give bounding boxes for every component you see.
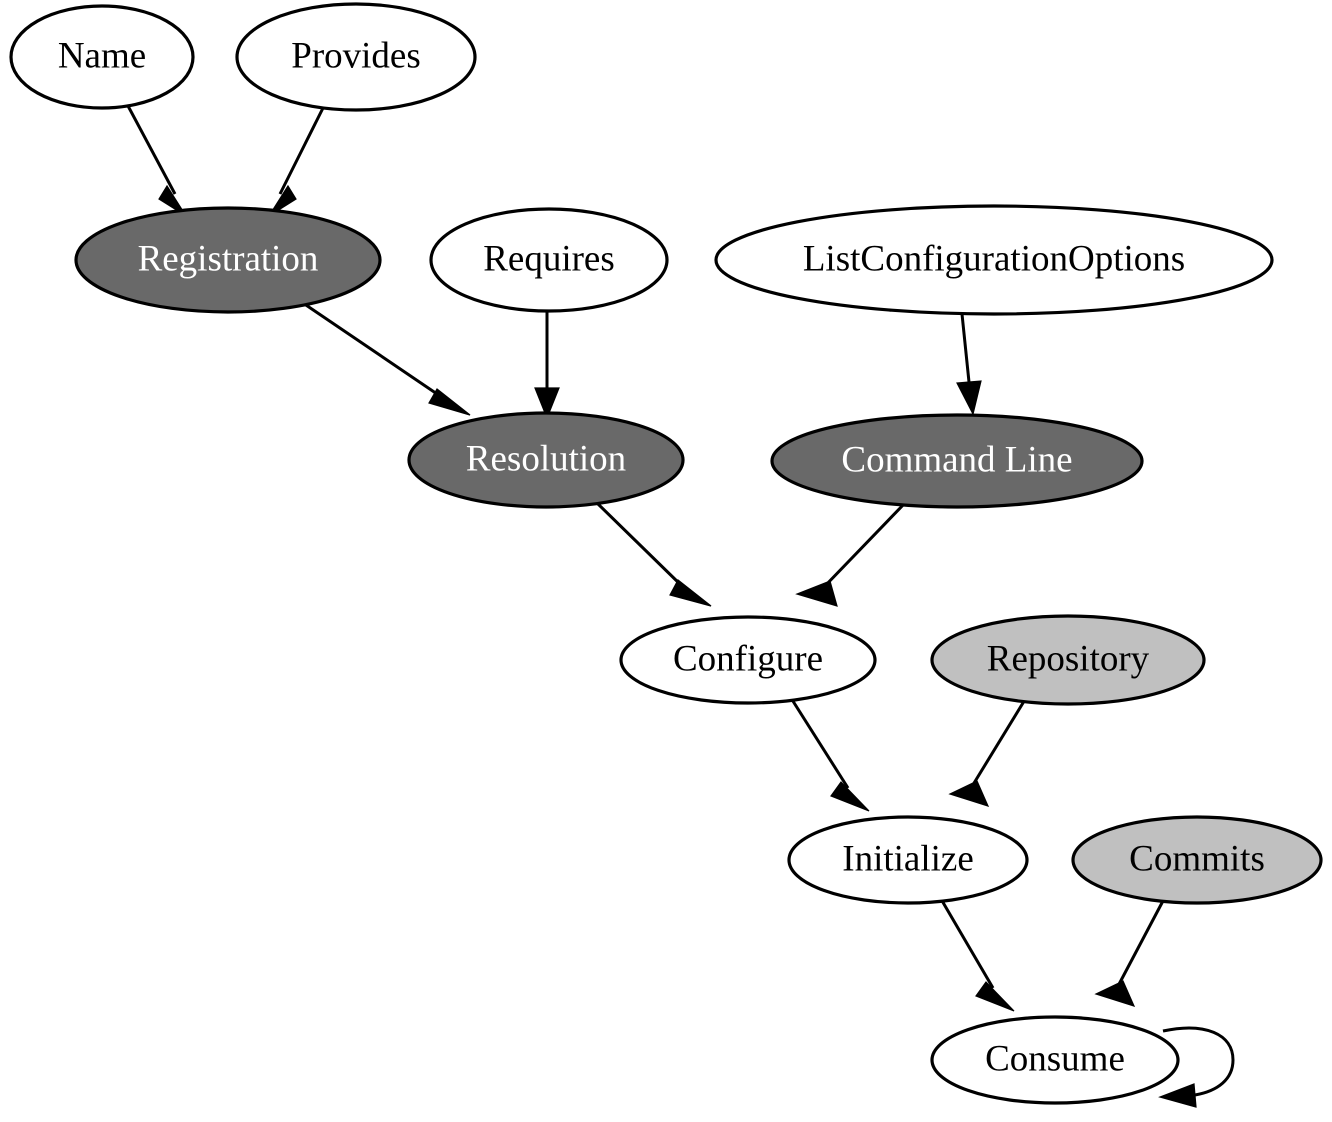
arrowhead-icon	[795, 580, 838, 607]
node-shape	[619, 615, 877, 705]
node-command-line[interactable]: Command Line	[770, 413, 1144, 509]
edge-initialize-to-consume[interactable]	[939, 898, 1015, 1012]
edge-line	[821, 501, 907, 590]
edge-repository-to-initialize[interactable]	[948, 697, 1028, 807]
edge-line	[278, 103, 327, 195]
node-shape	[429, 207, 669, 313]
edge-listconfig-to-commandline[interactable]	[956, 313, 982, 416]
edge-line	[125, 103, 177, 195]
edge-layer	[125, 103, 1235, 1108]
edge-line	[595, 501, 686, 590]
edge-provides-to-registration[interactable]	[268, 103, 327, 217]
edge-line	[960, 313, 971, 383]
edge-line	[299, 299, 444, 400]
node-consume[interactable]: Consume	[930, 1015, 1180, 1105]
node-commits[interactable]: Commits	[1071, 815, 1323, 905]
edge-line	[969, 697, 1028, 789]
edge-line	[1162, 1026, 1235, 1097]
edge-name-to-registration[interactable]	[125, 103, 187, 217]
edge-resolution-to-configure[interactable]	[595, 501, 712, 607]
node-initialize[interactable]: Initialize	[787, 815, 1029, 905]
node-shape	[787, 815, 1029, 905]
node-registration[interactable]: Registration	[74, 206, 382, 314]
node-shape	[1071, 815, 1323, 905]
node-shape	[770, 413, 1144, 509]
arrowhead-icon	[1094, 980, 1136, 1007]
arrowhead-icon	[268, 184, 297, 217]
arrowhead-icon	[975, 981, 1015, 1012]
node-repository[interactable]: Repository	[930, 614, 1206, 706]
edge-requires-to-resolution[interactable]	[534, 312, 560, 420]
edge-registration-to-resolution[interactable]	[299, 299, 471, 416]
node-listconfigurationoptions[interactable]: ListConfigurationOptions	[714, 204, 1274, 316]
arrowhead-icon	[428, 388, 471, 416]
edge-configure-to-initialize[interactable]	[789, 697, 870, 812]
node-requires[interactable]: Requires	[429, 207, 669, 313]
edge-consume-self-loop[interactable]	[1158, 1026, 1235, 1108]
arrowhead-icon	[948, 780, 990, 807]
node-provides[interactable]: Provides	[235, 2, 477, 112]
node-shape	[235, 2, 477, 112]
edge-line	[789, 697, 850, 789]
arrowhead-icon	[534, 387, 560, 420]
arrowhead-icon	[956, 380, 982, 416]
node-configure[interactable]: Configure	[619, 615, 877, 705]
node-shape	[407, 411, 685, 509]
node-shape	[714, 204, 1274, 316]
arrowhead-icon	[669, 579, 712, 607]
node-shape	[9, 4, 195, 110]
node-name[interactable]: Name	[9, 4, 195, 110]
arrowhead-icon	[158, 184, 187, 217]
edge-line	[939, 898, 995, 989]
node-resolution[interactable]: Resolution	[407, 411, 685, 509]
arrowhead-icon	[1158, 1083, 1197, 1108]
edge-commandline-to-configure[interactable]	[795, 501, 907, 607]
node-layer: Name Provides Registration Requires List…	[9, 2, 1323, 1105]
edge-commits-to-consume[interactable]	[1094, 898, 1166, 1007]
node-shape	[930, 1015, 1180, 1105]
node-shape	[74, 206, 382, 314]
node-shape	[930, 614, 1206, 706]
edge-line	[1115, 898, 1166, 989]
arrowhead-icon	[830, 781, 870, 812]
